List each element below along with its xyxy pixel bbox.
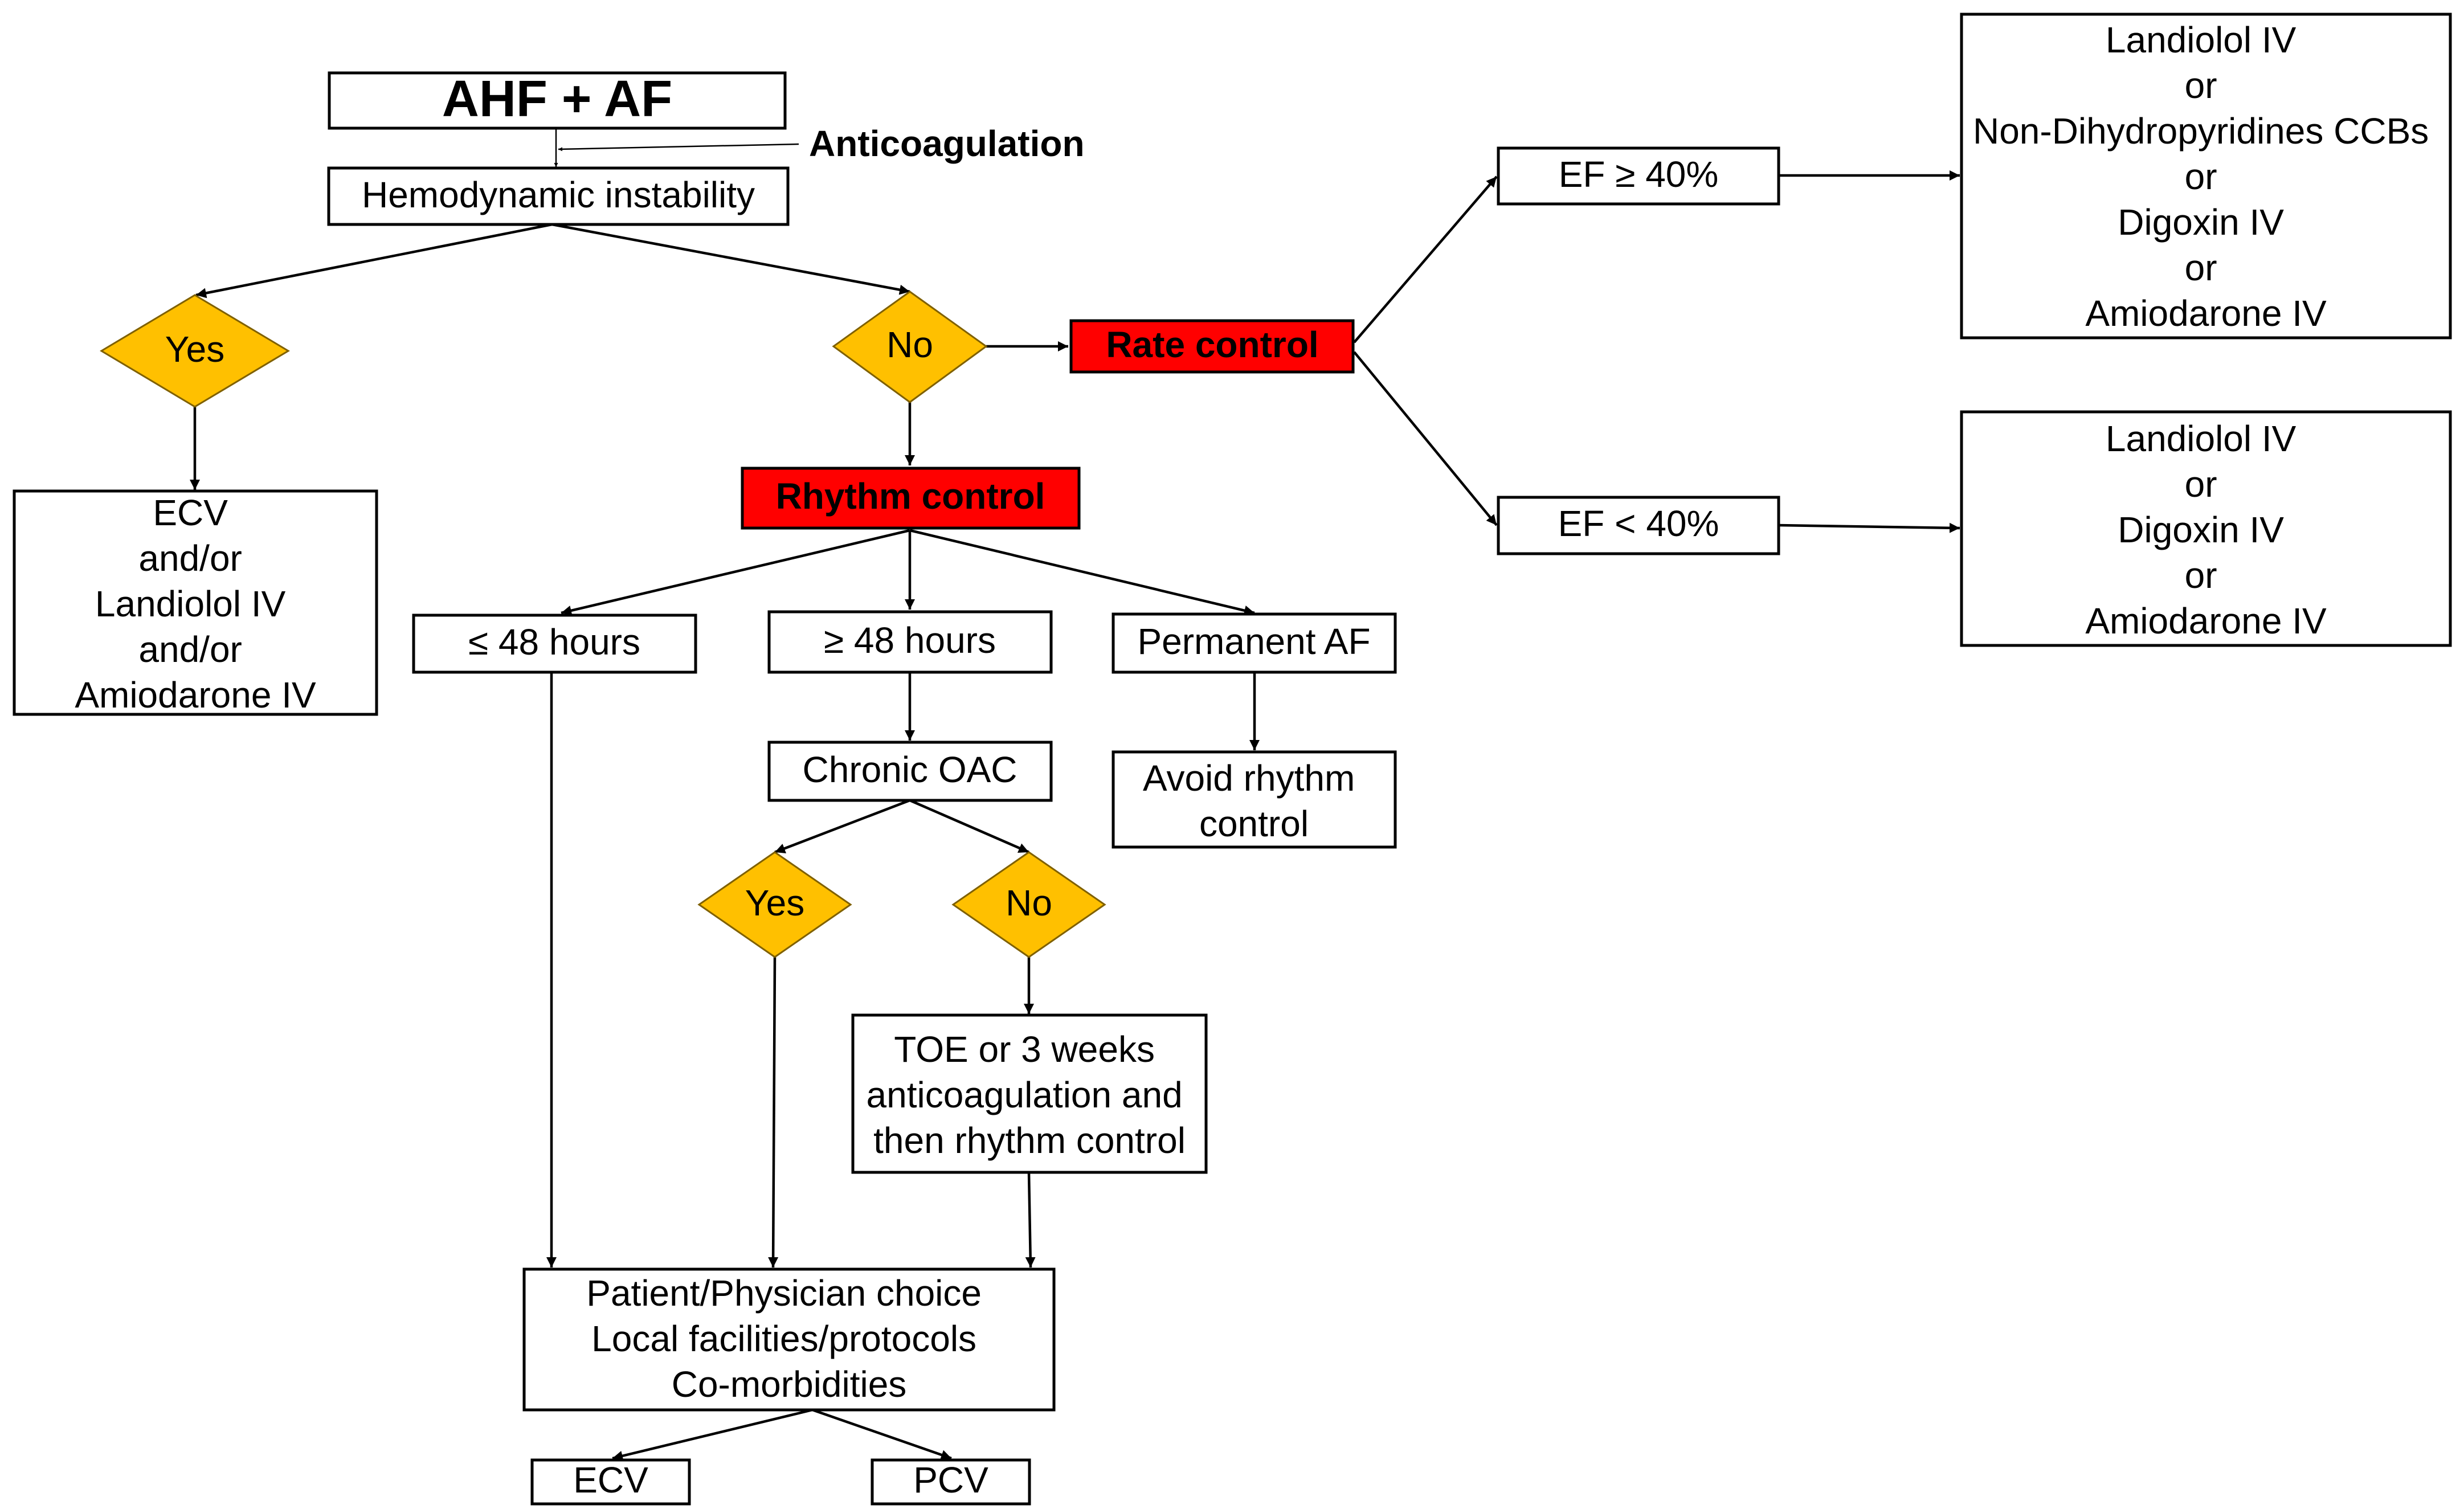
edge-rhythm-to-le48 [561, 529, 910, 616]
choice-line-2: Local facilities/protocols [591, 1318, 976, 1359]
svg-text:Landiolol IV or Di: Landiolol IV or Digoxin IV or Amiodarone… [2085, 418, 2327, 641]
svg-text:Landiolol IV or No: Landiolol IV or Non-Dihydropyridines CCB… [1973, 19, 2439, 334]
edge-yes-to-choice [768, 956, 779, 1268]
toe-node: TOE or 3 weeks anticoagulation and then … [851, 1013, 1208, 1174]
edge-toe-to-choice [1025, 1172, 1036, 1268]
ef-ge40-tx-line-2: or [2185, 65, 2217, 106]
avoid-rhythm-node: Avoid rhythm control [1112, 750, 1397, 849]
no-unstable-label: No [886, 324, 933, 365]
connectors [190, 128, 1960, 1461]
unstable-tx-line-2: and/or [138, 538, 242, 579]
unstable-tx-line-5: Amiodarone IV [75, 674, 316, 715]
choice-node: Patient/Physician choice Local facilitie… [522, 1267, 1056, 1412]
svg-text:Patient/Physician choice: Patient/Physician choice Local facilitie… [586, 1273, 992, 1405]
edge-choice-to-ecv [612, 1408, 813, 1461]
ef-lt40-node: EF < 40% [1497, 496, 1780, 555]
toe-line-1: TOE or 3 weeks [894, 1029, 1155, 1070]
rate-control-label: Rate control [1106, 324, 1318, 365]
permanent-af-node: Permanent AF [1112, 612, 1397, 674]
unstable-treatment-node: ECV and/or Landiolol IV and/or Amiodaron… [13, 489, 378, 716]
ef-lt40-tx-line-1: Landiolol IV [2106, 418, 2297, 459]
decision-no-unstable: No [832, 291, 988, 403]
ef-ge40-tx-line-5: Digoxin IV [2118, 202, 2284, 243]
ef-lt40-tx-line-5: Amiodarone IV [2085, 600, 2327, 641]
svg-text:TOE or 3 weeks anticoagu: TOE or 3 weeks anticoagulation and then … [867, 1029, 1193, 1161]
edge-rate-to-ef-lt40 [1353, 351, 1498, 526]
svg-text:ECV and/or Landiol: ECV and/or Landiolol IV and/or Amiodaron… [75, 492, 316, 715]
rhythm-control-label: Rhythm control [776, 476, 1045, 517]
hemodynamic-instability-node: Hemodynamic instability [327, 166, 790, 226]
edge-rate-to-ef-ge40 [1353, 175, 1498, 343]
rhythm-control-node: Rhythm control [741, 467, 1081, 530]
chronic-oac-label: Chronic OAC [803, 749, 1018, 790]
avoid-rhythm-line-2: control [1199, 803, 1309, 844]
le48-label: ≤ 48 hours [468, 621, 640, 663]
unstable-tx-line-1: ECV [153, 492, 228, 533]
ef-ge40-node: EF ≥ 40% [1497, 146, 1780, 206]
decision-no-oac: No [951, 851, 1106, 958]
edge-oac-to-yes [774, 799, 910, 854]
yes-unstable-label: Yes [165, 329, 224, 370]
pcv-label: PCV [913, 1459, 988, 1500]
unstable-tx-line-3: Landiolol IV [95, 583, 286, 624]
edge-rhythm-to-permanent [909, 529, 1255, 616]
decision-yes-unstable: Yes [100, 294, 290, 408]
edge-oac-to-no [909, 799, 1029, 854]
ef-lt40-tx-line-3: Digoxin IV [2118, 509, 2284, 550]
toe-line-2: anticoagulation and [867, 1074, 1183, 1115]
ef-lt40-treatment-node: Landiolol IV or Digoxin IV or Amiodarone… [1960, 410, 2452, 647]
edge-instability-to-no [551, 223, 910, 295]
start-label: AHF + AF [442, 71, 672, 128]
unstable-tx-line-4: and/or [138, 629, 242, 670]
rate-control-node: Rate control [1069, 319, 1355, 374]
svg-text:Avoid rhythm control: Avoid rhythm control [1143, 758, 1365, 844]
ecv-label: ECV [573, 1459, 648, 1500]
ef-lt40-tx-line-2: or [2185, 464, 2217, 505]
permanent-af-label: Permanent AF [1137, 621, 1370, 662]
no-oac-label: No [1006, 882, 1052, 923]
ge48-node: ≥ 48 hours [767, 610, 1053, 674]
avoid-rhythm-line-1: Avoid rhythm [1143, 758, 1355, 799]
edge-instability-to-yes [195, 223, 553, 298]
ef-ge40-tx-line-7: Amiodarone IV [2085, 293, 2327, 334]
ef-lt40-tx-line-4: or [2185, 555, 2217, 596]
edge-anticoagulation-to-main [558, 143, 799, 152]
toe-line-3: then rhythm control [873, 1120, 1186, 1161]
ge48-label: ≥ 48 hours [824, 620, 996, 661]
decision-yes-oac: Yes [697, 851, 852, 958]
edge-ef-lt40-to-tx [1778, 522, 1960, 533]
choice-line-1: Patient/Physician choice [586, 1273, 982, 1314]
start-node: AHF + AF [328, 71, 787, 130]
ef-ge40-tx-line-1: Landiolol IV [2106, 19, 2297, 60]
choice-line-3: Co-morbidities [672, 1364, 907, 1405]
edge-choice-to-pcv [812, 1408, 952, 1460]
le48-node: ≤ 48 hours [412, 614, 697, 674]
yes-oac-label: Yes [745, 882, 804, 923]
ef-ge40-treatment-node: Landiolol IV or Non-Dihydropyridines CCB… [1960, 13, 2452, 340]
instability-label: Hemodynamic instability [362, 174, 755, 215]
ef-ge40-tx-line-6: or [2185, 247, 2217, 288]
ecv-node: ECV [530, 1458, 691, 1506]
anticoagulation-label: Anticoagulation [809, 123, 1085, 164]
pcv-node: PCV [871, 1458, 1031, 1506]
ef-ge40-label: EF ≥ 40% [1559, 154, 1719, 195]
ef-ge40-tx-line-3: Non-Dihydropyridines CCBs [1973, 111, 2429, 152]
chronic-oac-node: Chronic OAC [767, 741, 1053, 802]
ef-lt40-label: EF < 40% [1558, 503, 1719, 544]
ef-ge40-tx-line-4: or [2185, 156, 2217, 197]
